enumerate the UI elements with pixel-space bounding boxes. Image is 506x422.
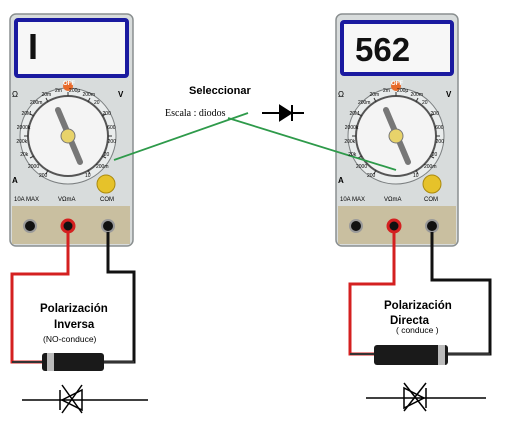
right-off-label: OFF	[391, 81, 403, 87]
right-caption-line1: Polarización	[384, 300, 452, 312]
left-dial-label: 600	[107, 124, 116, 131]
left-port-vohm	[60, 218, 76, 234]
left-dial-label: 20	[103, 152, 110, 159]
right-hfe-socket	[422, 174, 442, 194]
left-dial-label: 20	[94, 99, 100, 106]
right-dial-hub	[388, 128, 404, 144]
left-port-label-10a: 10A MAX	[14, 197, 40, 203]
left-pointer-line	[113, 112, 249, 161]
right-diode-schematic-icon	[366, 382, 486, 412]
right-port-vohm	[386, 218, 402, 234]
right-dial-ticks	[352, 92, 440, 175]
right-amp-label: A	[338, 176, 344, 185]
right-dial-label: 20m	[369, 91, 380, 98]
right-dial-label: 200µ	[397, 87, 409, 94]
right-dial-label: 200	[435, 138, 444, 145]
left-dial-label: 200m	[95, 163, 109, 170]
right-black-lead	[430, 232, 492, 356]
left-caption-line2: Inversa	[54, 319, 95, 331]
right-dial-label: 20M	[349, 111, 360, 118]
left-dial-label: 200m	[82, 91, 96, 98]
right-dial-label: 10	[413, 172, 419, 179]
right-caption-line3: ( conduce )	[396, 325, 439, 335]
left-off-label: OFF	[63, 81, 75, 87]
right-red-lead	[348, 232, 396, 356]
left-port-label-com: COM	[100, 197, 114, 203]
select-label: Seleccionar	[189, 85, 251, 97]
diode-symbol-icon	[262, 104, 304, 122]
left-amp-label: A	[12, 176, 18, 185]
left-dial-label: 200	[107, 138, 116, 145]
right-dial-label: 2000k	[344, 124, 359, 131]
left-off-marker	[63, 81, 73, 91]
left-dial-hub	[60, 128, 76, 144]
left-dial-label: 2m	[54, 87, 62, 94]
left-display-frame	[14, 18, 129, 78]
left-dial-label: 200	[102, 111, 111, 118]
left-dial-label: 20k	[20, 152, 29, 159]
right-display-value: 562	[355, 31, 411, 68]
right-multimeter	[335, 13, 459, 247]
left-dial-label: 200m	[29, 99, 43, 106]
right-port-10a	[349, 219, 363, 233]
left-dial-label: 200k	[16, 138, 28, 145]
right-dial-label: 200m	[357, 99, 371, 106]
right-volt-label: V	[446, 90, 452, 99]
right-diode-band	[438, 345, 445, 365]
right-port-label-com: COM	[424, 197, 438, 203]
right-dial-label: 200m	[410, 91, 424, 98]
right-dial-label: 20	[431, 152, 438, 159]
right-diode-body	[374, 345, 448, 365]
left-port-com	[101, 219, 115, 233]
right-dial-label: 2m	[382, 87, 390, 94]
right-port-label-vohm: VΩmA	[384, 197, 402, 203]
scale-label: Escala : diodos	[165, 108, 226, 119]
left-hfe-socket	[96, 174, 116, 194]
left-black-lead	[104, 232, 136, 364]
left-dial-label: 200µ	[69, 87, 81, 94]
right-port-label-10a: 10A MAX	[340, 197, 366, 203]
left-diode-band	[47, 353, 54, 371]
left-multimeter	[9, 13, 134, 247]
left-caption-line3: (NO-conduce)	[43, 334, 97, 344]
right-dial-label: 2000	[356, 163, 368, 170]
right-dial-label: 200	[367, 172, 376, 179]
right-ohm-label: Ω	[338, 90, 344, 99]
left-diode-schematic-icon	[22, 384, 148, 414]
right-port-com	[425, 219, 439, 233]
right-off-marker	[391, 81, 401, 91]
left-port-label-vohm: VΩmA	[58, 197, 76, 203]
right-dial-label: 200m	[423, 163, 437, 170]
left-dial-label: 10	[85, 172, 91, 179]
right-display-frame	[340, 20, 454, 76]
left-dial-label: 2000k	[16, 124, 31, 131]
left-display-value: I	[28, 26, 39, 67]
right-dial-label: 20k	[348, 152, 357, 159]
left-dial-ticks	[24, 92, 112, 175]
right-pointer-line	[227, 117, 397, 171]
right-dial-label: 600	[435, 124, 444, 131]
right-caption-line2: Directa	[390, 315, 429, 327]
left-dial-label: 20m	[41, 91, 52, 98]
left-dial-label: 200	[39, 172, 48, 179]
left-caption-line1: Polarización	[40, 303, 108, 315]
right-dial-label: 20	[422, 99, 428, 106]
left-dial-label: 20M	[21, 111, 32, 118]
left-dial-label: 2000	[28, 163, 40, 170]
left-volt-label: V	[118, 90, 124, 99]
left-ohm-label: Ω	[12, 90, 18, 99]
left-diode-body	[42, 353, 104, 371]
left-port-10a	[23, 219, 37, 233]
right-dial-label: 200k	[344, 138, 356, 145]
right-dial-label: 200	[430, 111, 439, 118]
